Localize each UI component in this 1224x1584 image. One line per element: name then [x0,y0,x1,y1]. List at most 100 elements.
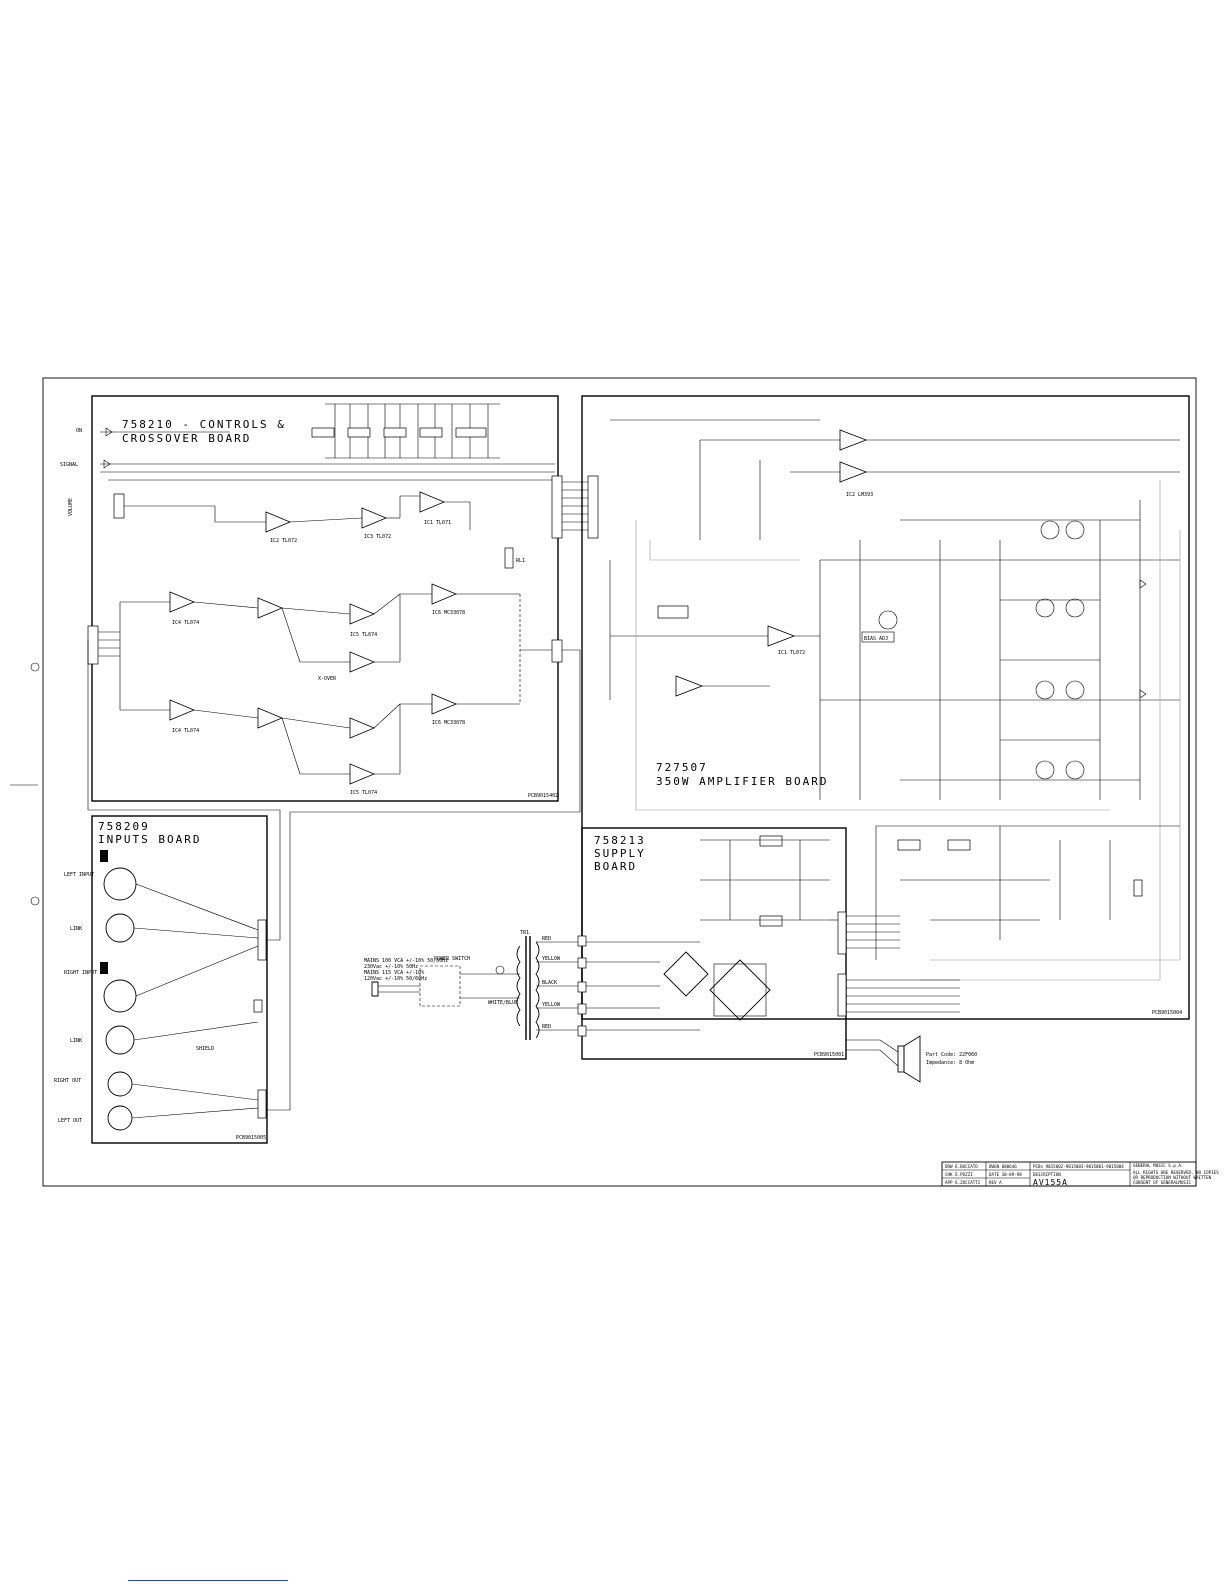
tap-yellow-2: YELLOW [542,1002,561,1008]
amplifier-board-pcb: PCB9015004 [1152,1010,1182,1016]
right-input-jack [103,979,137,1013]
tb-rev: REV A [989,1180,1002,1185]
ic1-label: IC1 TL071 [424,520,451,526]
thermal-fuse [495,965,505,975]
mains-line-1: MAINS 100 VCA +/-10% 50/60Hz [364,958,448,964]
tb-drawing-no: DWGN 000646 [989,1164,1017,1169]
link-jack-2 [105,1025,135,1055]
binder-hole-2 [30,896,40,906]
inputs-to-controls-wire [87,640,281,941]
tap-red-1: RED [542,936,551,942]
supply-connector-cn3 [837,973,847,1017]
inputs-board-pcb: PCB9015005 [236,1135,266,1141]
controls-board-subtitle: CROSSOVER BOARD [122,432,251,445]
tb-pcb-list: PCBs 9015002-9015003-9015001-9015004 [1033,1164,1124,1169]
mains-section: MAINS 100 VCA +/-10% 50/60Hz 230Vac +/-1… [364,930,578,1040]
xover-label: X-OVER [318,676,337,682]
amp-connector-cn1 [587,475,599,539]
side-label-link-1: LINK [70,926,82,932]
tb-date: DATE 30-09-98 [989,1172,1022,1177]
ic6a-label: IC6 MC33078 [432,610,465,616]
inputs-board-subtitle: INPUTS BOARD [98,833,201,846]
inputs-connector-cn3 [253,999,263,1013]
ic4b-label: IC4 TL074 [172,728,199,734]
side-label-left-input: LEFT INPUT [64,872,94,878]
inputs-connector-cn1 [257,919,267,961]
side-label-right-out: RIGHT OUT [54,1078,81,1084]
controls-input-connector [87,625,99,665]
tb-rights-2: OR REPRODUCTION WITHOUT WRITTEN [1133,1175,1212,1180]
inputs-board-outline [91,815,268,1144]
side-label-volume: VOLUME [68,498,74,516]
supply-amp-wiring [846,915,960,1051]
power-switch-label: POWER SWITCH [434,956,470,962]
amp-ic2-label: IC2 LM393 [846,492,873,498]
tap-red-2: RED [542,1024,551,1030]
amp-ic1-label: IC1 TL072 [778,650,805,656]
supply-board-subtitle-2: BOARD [594,860,637,873]
mains-line-4: 120Vac +/-10% 50/60Hz [364,976,427,982]
supply-board: 758213 SUPPLY BOARD PCB9015001 [577,827,847,1060]
transformer-label: TR1 [520,930,529,936]
speaker: Part Code: 22F060 Impedance: 8 Ohm [879,1035,977,1083]
tap-black: BLACK [542,980,557,986]
controls-output-connector [551,475,563,539]
tb-checked: CHK E.POZZI [945,1172,973,1177]
tb-approved: APP E.ZUCCATTI [945,1180,981,1185]
tb-rights-1: ALL RIGHTS ARE RESERVED. NO COPIES [1133,1170,1219,1175]
mains-wire-label: WHITE/BLUE [488,1000,518,1006]
shield-label: SHIELD [196,1046,214,1052]
supply-connector-cn2 [837,911,847,955]
footer-link-underline[interactable] [128,1580,288,1581]
side-label-on: ON [76,428,82,434]
amplifier-board: 727507 350W AMPLIFIER BOARD PCB9015004 I… [581,395,1190,1020]
right-out-jack [107,1071,133,1097]
amplifier-board-title: 727507 [656,761,708,774]
speaker-part-code: Part Code: 22F060 [926,1052,977,1058]
side-labels: ON SIGNAL VOLUME LEFT INPUT LINK RIGHT I… [54,428,97,1124]
tb-rights-3: CONSENT OF GENERALMUSIC [1133,1180,1191,1185]
ic5a-label: IC5 TL074 [350,632,377,638]
ic4a-label: IC4 TL074 [172,620,199,626]
amplifier-board-subtitle: 350W AMPLIFIER BOARD [656,775,828,788]
tb-company: GENERAL MUSIC S.p.A. [1133,1163,1183,1168]
speaker-impedance: Impedance: 8 Ohm [926,1060,974,1066]
bridge-rectifier-2 [709,959,771,1021]
ic6b-label: IC6 MC33078 [432,720,465,726]
side-label-left-out: LEFT OUT [58,1118,82,1124]
supply-board-pcb: PCB9015001 [814,1052,844,1058]
bias-adj-box [861,631,895,643]
controls-board-outline [91,395,559,802]
drawing-frame [42,377,1197,1187]
title-block: DRW E.BOCCATO CHK E.POZZI APP E.ZUCCATTI… [941,1161,1219,1187]
supply-board-title: 758213 [594,834,646,847]
inputs-board-title: 758209 [98,820,150,833]
left-input-jack [103,867,137,901]
controls-board-title: 758210 - CONTROLS & [122,418,286,431]
tb-description: DESCRIPTION [1033,1172,1061,1177]
side-label-right-input: RIGHT INPUT [64,970,97,976]
side-label-link-2: LINK [70,1038,82,1044]
amplifier-board-outline [581,395,1190,1020]
binder-hole-1 [30,662,40,672]
tap-yellow-1: YELLOW [542,956,561,962]
bias-adj-label: BIAS ADJ [864,636,888,642]
interboard-bus [562,481,592,531]
ic3-label: IC3 TL072 [364,534,391,540]
mains-line-2: 230Vac +/-10% 50Hz [364,964,418,970]
tb-model: AV155A [1033,1178,1068,1187]
controls-board: 758210 - CONTROLS & CROSSOVER BOARD PCB9… [87,395,563,802]
side-label-signal: SIGNAL [60,462,78,468]
inputs-connector-cn2 [257,1089,267,1119]
controls-board-pcb: PCB9015402 [528,793,558,799]
ic5b-label: IC5 TL074 [350,790,377,796]
left-out-jack [107,1105,133,1131]
bridge-rectifier-1 [663,951,709,997]
supply-board-subtitle: SUPPLY [594,847,646,860]
tb-drawn: DRW E.BOCCATO [945,1164,978,1169]
ic2-label: IC2 TL072 [270,538,297,544]
inputs-board: 758209 INPUTS BOARD PCB9015005 SHIELD [91,815,268,1144]
power-switch [419,965,461,1007]
mains-line-3: MAINS 115 VCA +/-10% [364,970,424,976]
